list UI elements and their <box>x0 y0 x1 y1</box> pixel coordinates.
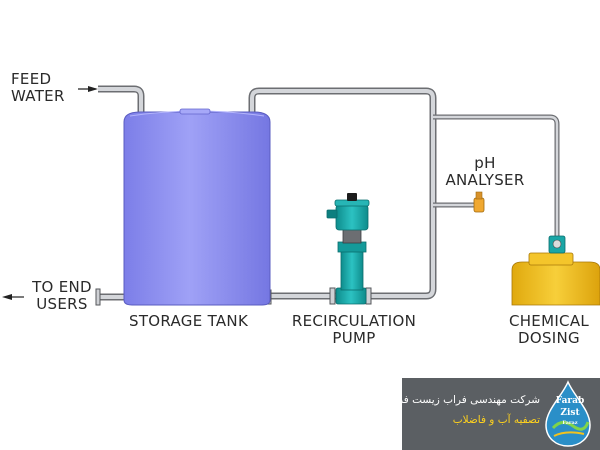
ph-label-line1: pH <box>474 154 496 172</box>
chemical-dosing-label: CHEMICAL DOSING <box>499 313 599 347</box>
company-logo-banner: شرکت مهندسی فراب زیست فراز تصفیه آب و فا… <box>390 378 600 450</box>
chemical-label-line2: DOSING <box>518 329 580 347</box>
brand-name-line3: Faraz <box>562 420 578 426</box>
recirculation-pump <box>326 193 370 305</box>
to-end-users-label: TO END USERS <box>26 279 98 313</box>
flow-arrows <box>2 86 98 300</box>
ph-analyser <box>473 191 485 213</box>
to-end-users-line2: USERS <box>36 295 88 313</box>
brand-name-line2: Zist <box>560 408 580 418</box>
ph-analyser-label: pH ANALYSER <box>436 155 534 189</box>
brand-name-line1: Farab <box>555 396 585 406</box>
feed-water-label-line1: FEED <box>11 70 52 88</box>
water-drop-logo-icon <box>545 380 591 447</box>
company-service-text: تصفیه آب و فاضلاب <box>452 414 540 426</box>
recirculation-label-line2: PUMP <box>332 329 376 347</box>
chemical-label-line1: CHEMICAL <box>508 312 590 330</box>
feed-water-label-line2: WATER <box>11 87 65 105</box>
recirculation-pump-label: RECIRCULATION PUMP <box>280 313 428 347</box>
storage-tank <box>123 108 271 306</box>
chemical-dosing-tank <box>511 235 600 306</box>
to-end-users-line1: TO END <box>32 278 92 296</box>
recirculation-label-line1: RECIRCULATION <box>291 312 417 330</box>
piping <box>98 85 560 301</box>
company-name-text: شرکت مهندسی فراب زیست فراز <box>389 394 540 406</box>
ph-label-line2: ANALYSER <box>445 171 525 189</box>
storage-tank-label: STORAGE TANK <box>129 312 249 330</box>
feed-water-label: FEED WATER <box>11 71 65 105</box>
